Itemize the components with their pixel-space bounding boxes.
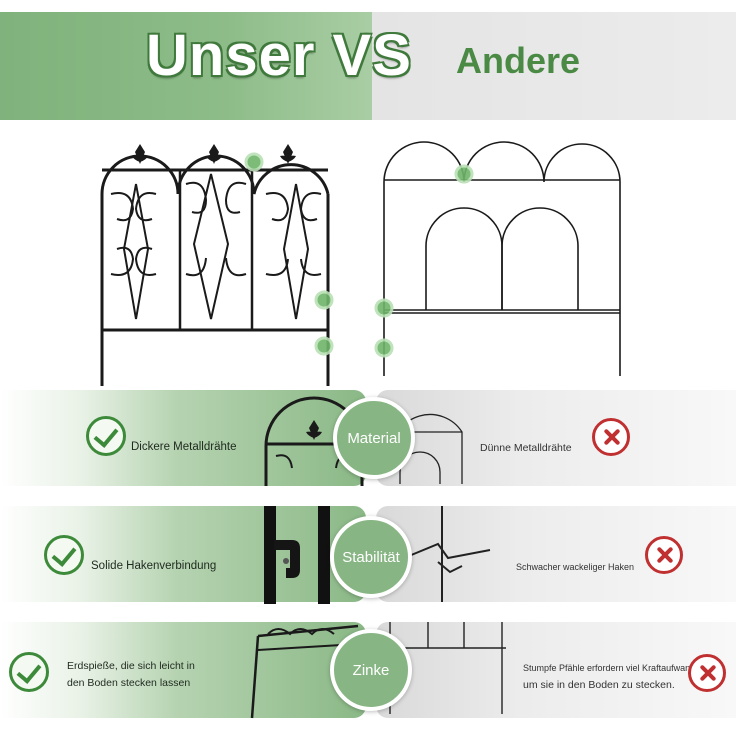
stability-others-text: Schwacher wackeliger Haken: [516, 562, 635, 572]
material-others-text: Dünne Metalldrähte: [480, 442, 572, 454]
material-ours-text: Dickere Metalldrähte: [131, 441, 237, 453]
cross-icon: [645, 536, 683, 574]
row-tine-ours: [0, 622, 366, 718]
check-icon: [9, 652, 49, 692]
tine-badge: Zinke: [330, 629, 412, 711]
header-others: [372, 12, 736, 120]
check-icon: [86, 416, 126, 456]
tine-others-text-line1: Stumpfe Pfähle erfordern viel Kraftaufwa…: [523, 663, 698, 673]
ornate-fence-image: [100, 144, 334, 386]
row-tine-others: [376, 622, 736, 718]
stability-detail-others: [403, 506, 491, 602]
cross-icon: [592, 418, 630, 456]
thin-fence-image: [374, 141, 621, 376]
stability-ours-text: Solide Hakenverbindung: [91, 560, 217, 572]
row-material-others: [376, 390, 736, 486]
title-others: Andere: [456, 40, 581, 81]
tine-ours-text-line2: den Boden stecken lassen: [67, 677, 191, 689]
tine-ours-text-line1: Erdspieße, die sich leicht in: [67, 660, 195, 672]
cross-icon: [688, 654, 726, 692]
title-ours: Unser VS: [146, 23, 412, 88]
header-ours: [0, 12, 372, 120]
tine-others-text-line2: um sie in den Boden zu stecken.: [523, 679, 675, 691]
stability-detail-ours: [264, 506, 330, 604]
check-icon: [44, 535, 84, 575]
material-badge: Material: [333, 397, 415, 479]
row-material-ours: [0, 390, 366, 486]
stability-badge: Stabilität: [330, 516, 412, 598]
